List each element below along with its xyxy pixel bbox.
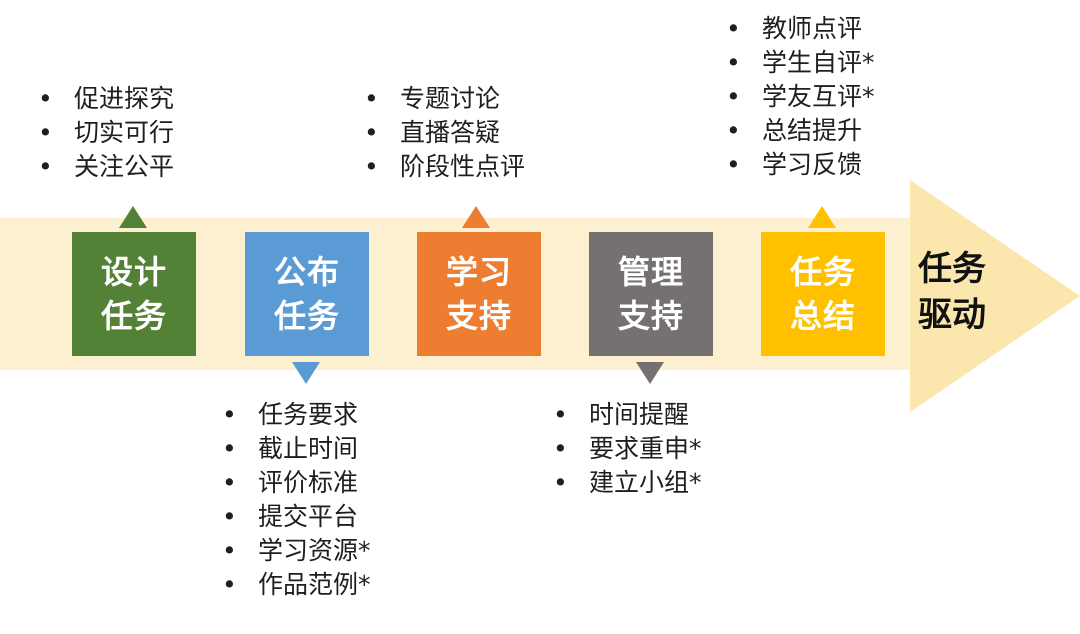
list-item: •评价标准 <box>222 466 371 500</box>
list-item: •学友互评* <box>726 80 875 114</box>
stage-5-pointer-up <box>808 206 836 228</box>
bullet-dot: • <box>726 82 741 111</box>
stage-3-bullets: •专题讨论 •直播答疑 •阶段性点评 <box>364 82 525 184</box>
list-item: •建立小组* <box>553 466 702 500</box>
goal-label: 任务 驱动 <box>918 246 986 338</box>
bullet-dot: • <box>364 152 379 181</box>
list-item: •时间提醒 <box>553 398 702 432</box>
list-item: •学生自评* <box>726 46 875 80</box>
list-item: •提交平台 <box>222 500 371 534</box>
bullet-dot: • <box>222 536 237 565</box>
bullet-dot: • <box>222 400 237 429</box>
stage-3-pointer-up <box>462 206 490 228</box>
stage-1-pointer-up <box>119 206 147 228</box>
bullet-dot: • <box>222 502 237 531</box>
list-item: •促进探究 <box>38 82 174 116</box>
stage-3-label-line2: 支持 <box>445 297 512 335</box>
bullet-dot: • <box>726 150 741 179</box>
goal-label-line1: 任务 <box>918 249 986 289</box>
stage-2-bullets: •任务要求 •截止时间 •评价标准 •提交平台 •学习资源* •作品范例* <box>222 398 371 602</box>
bullet-dot: • <box>364 84 379 113</box>
stage-4-box: 管理 支持 <box>589 232 713 356</box>
stage-1-label-line1: 设计 <box>100 253 167 291</box>
bullet-dot: • <box>222 468 237 497</box>
list-item: •要求重申* <box>553 432 702 466</box>
list-item: •任务要求 <box>222 398 371 432</box>
stage-4-pointer-down <box>636 362 664 384</box>
goal-label-line2: 驱动 <box>918 295 986 335</box>
stage-5-bullets: •教师点评 •学生自评* •学友互评* •总结提升 •学习反馈 <box>726 12 875 182</box>
stage-2-box: 公布 任务 <box>245 232 369 356</box>
bullet-dot: • <box>726 116 741 145</box>
stage-2-label-line1: 公布 <box>273 253 340 291</box>
stage-4-bullets: •时间提醒 •要求重申* •建立小组* <box>553 398 702 500</box>
list-item: •作品范例* <box>222 568 371 602</box>
list-item: •阶段性点评 <box>364 150 525 184</box>
stage-3-box: 学习 支持 <box>417 232 541 356</box>
stage-2-pointer-down <box>292 362 320 384</box>
stage-1-bullets: •促进探究 •切实可行 •关注公平 <box>38 82 174 184</box>
bullet-dot: • <box>726 14 741 43</box>
list-item: •学习资源* <box>222 534 371 568</box>
stage-5-label-line2: 总结 <box>789 297 856 335</box>
stage-5-label-line1: 任务 <box>789 253 856 291</box>
stage-2-label-line2: 任务 <box>273 297 340 335</box>
list-item: •切实可行 <box>38 116 174 150</box>
bullet-dot: • <box>38 152 53 181</box>
list-item: •教师点评 <box>726 12 875 46</box>
list-item: •专题讨论 <box>364 82 525 116</box>
bullet-dot: • <box>38 84 53 113</box>
stage-4-label-line1: 管理 <box>617 253 684 291</box>
bullet-dot: • <box>222 434 237 463</box>
stage-1-box: 设计 任务 <box>72 232 196 356</box>
stage-3-label-line1: 学习 <box>445 253 512 291</box>
bullet-dot: • <box>364 118 379 147</box>
bullet-dot: • <box>553 434 568 463</box>
bullet-dot: • <box>222 570 237 599</box>
bullet-dot: • <box>726 48 741 77</box>
list-item: •总结提升 <box>726 114 875 148</box>
bullet-dot: • <box>553 468 568 497</box>
arrow-head <box>910 180 1080 412</box>
bullet-dot: • <box>553 400 568 429</box>
list-item: •关注公平 <box>38 150 174 184</box>
bullet-dot: • <box>38 118 53 147</box>
list-item: •直播答疑 <box>364 116 525 150</box>
list-item: •学习反馈 <box>726 148 875 182</box>
stage-1-label-line2: 任务 <box>100 297 167 335</box>
list-item: •截止时间 <box>222 432 371 466</box>
stage-5-box: 任务 总结 <box>761 232 885 356</box>
stage-4-label-line2: 支持 <box>617 297 684 335</box>
